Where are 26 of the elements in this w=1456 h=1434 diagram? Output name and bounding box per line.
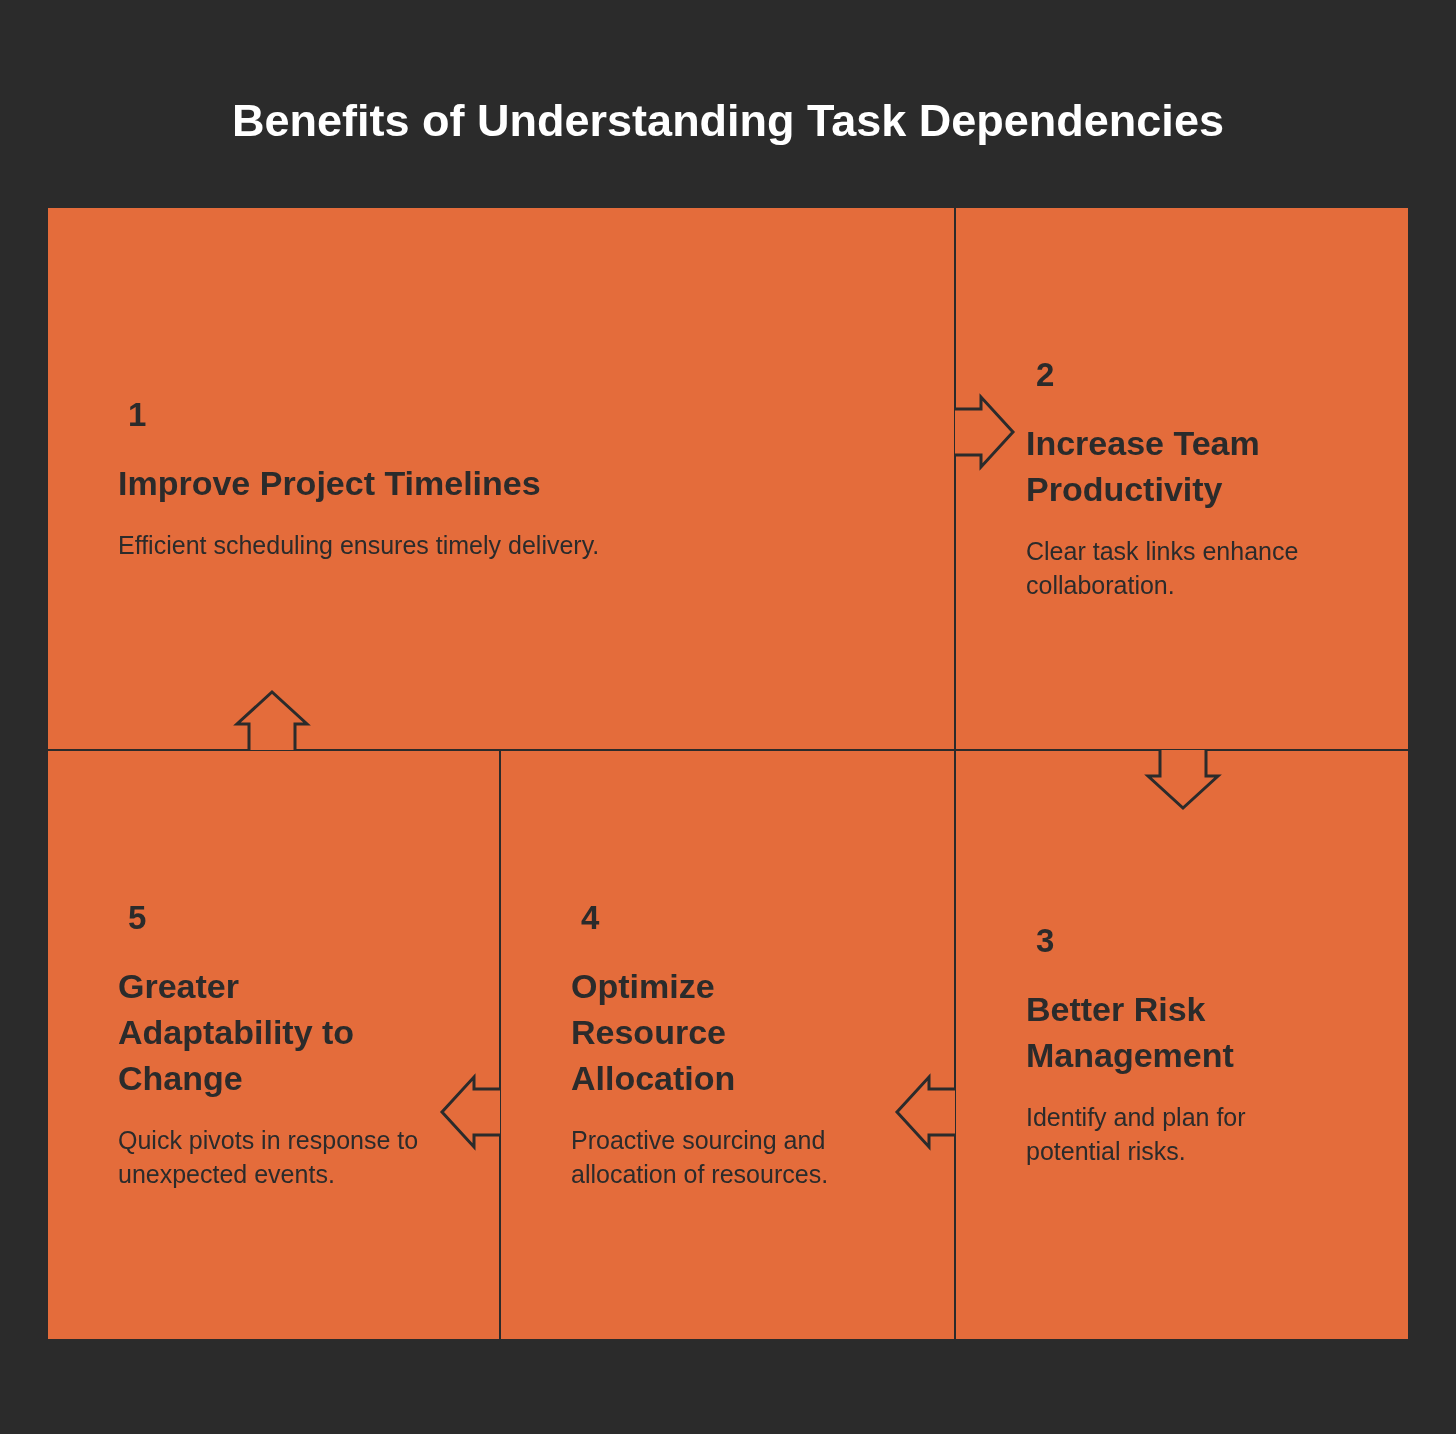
block-arrow — [233, 689, 311, 752]
block-arrow — [894, 1073, 957, 1151]
step-panel — [500, 750, 955, 1340]
diagram-title: Benefits of Understanding Task Dependencies — [231, 95, 1225, 147]
step-description: Efficient scheduling ensures timely delivery. — [118, 529, 600, 561]
block-arrow — [953, 393, 1016, 471]
step-description: Quick pivots in response to unexpected events. — [118, 1125, 420, 1190]
step-number: 3 — [1036, 922, 1055, 960]
step-heading: Improve Project Timelines — [118, 462, 541, 504]
step-number: 5 — [128, 899, 147, 937]
step-panel — [955, 207, 1409, 750]
step-heading: Greater Adaptability to Change — [118, 966, 356, 1099]
step-panel — [47, 207, 955, 750]
step-number: 2 — [1036, 355, 1055, 394]
block-arrow — [1144, 748, 1222, 811]
step-panel — [955, 750, 1409, 1340]
step-description: Identify and plan for potential risks. — [1026, 1102, 1247, 1167]
step-description: Clear task links enhance collaboration. — [1026, 535, 1300, 601]
step-panel — [47, 750, 500, 1340]
step-number: 4 — [581, 899, 600, 937]
step-description: Proactive sourcing and allocation of resources. — [571, 1125, 830, 1190]
step-heading: Optimize Resource Allocation — [571, 966, 737, 1099]
step-heading: Increase Team Productivity — [1026, 422, 1261, 510]
block-arrow — [439, 1073, 502, 1151]
step-number: 1 — [128, 395, 147, 434]
step-heading: Better Risk Management — [1026, 989, 1235, 1076]
